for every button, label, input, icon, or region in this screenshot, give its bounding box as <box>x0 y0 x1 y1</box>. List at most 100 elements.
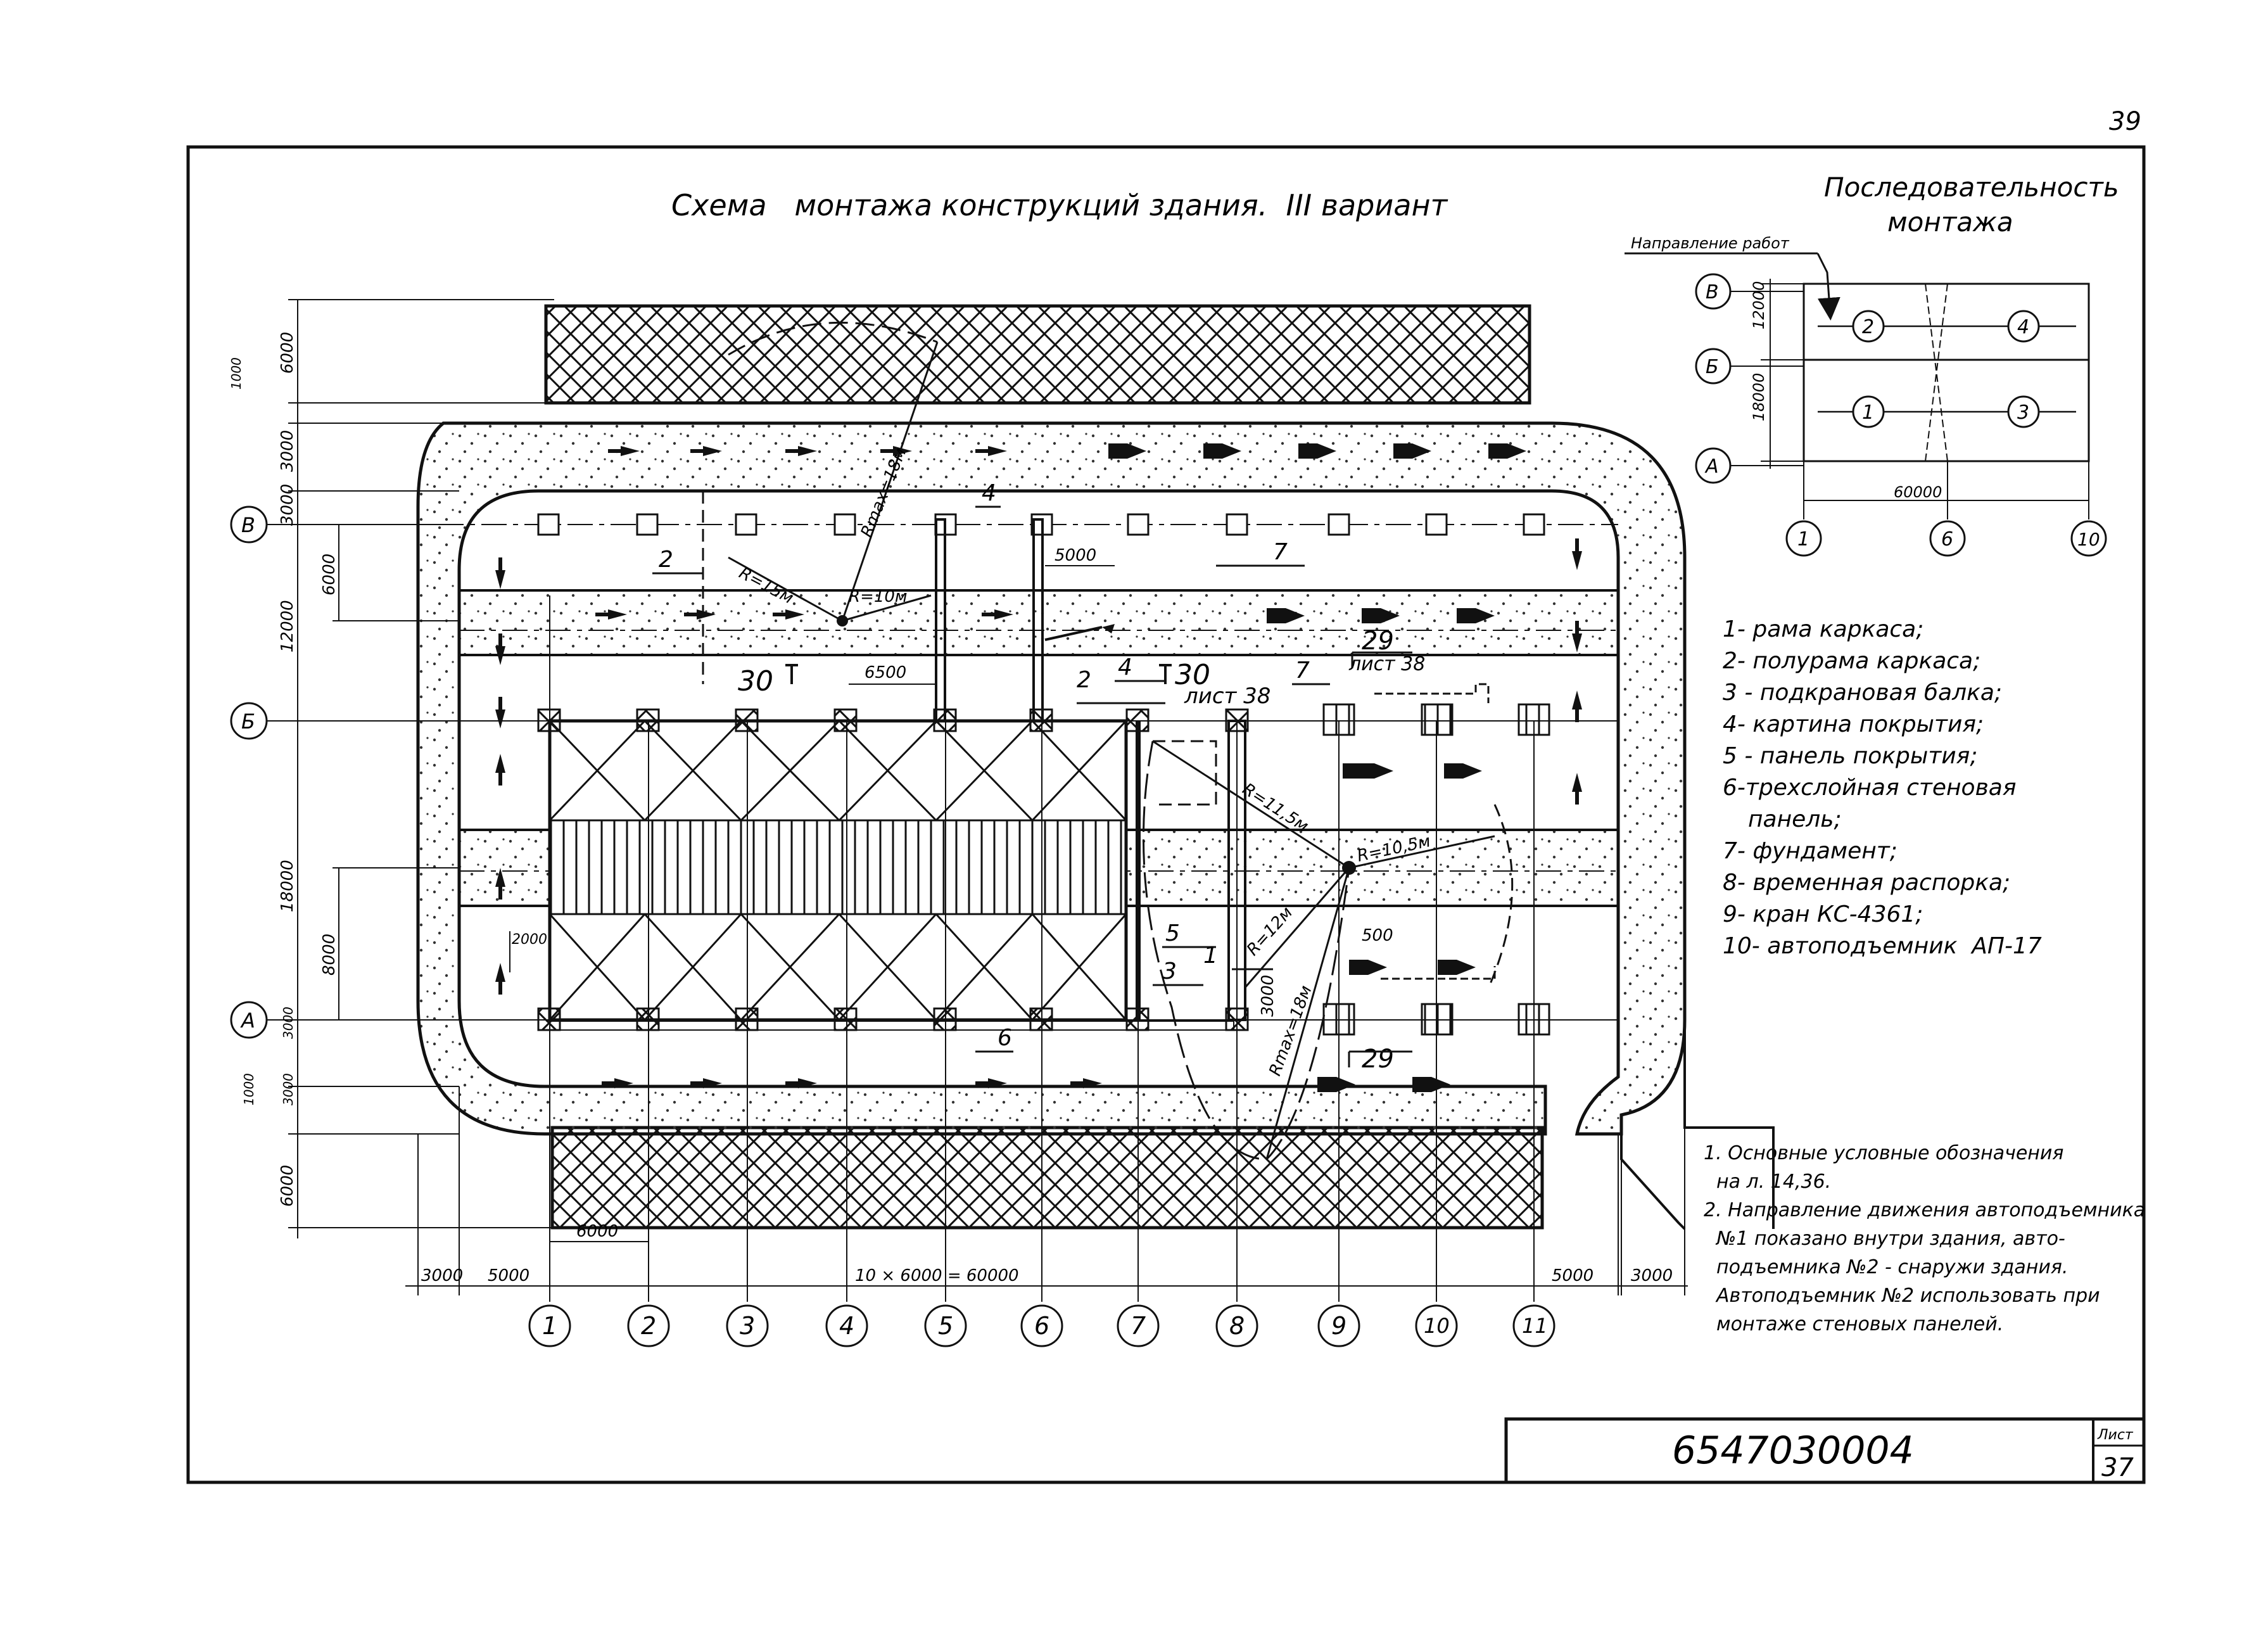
title-block: 6547030004 Лист 37 <box>1504 1417 2146 1484</box>
axis-col-7: 7 <box>1131 1312 1146 1340</box>
dim-bottom-3000-left: 3000 <box>421 1266 463 1285</box>
site-plan: R=15м R=10м Rmax=18м R=11,5м R=10,5м R=1… <box>229 299 1775 1347</box>
column-axes <box>528 1304 1555 1347</box>
legend-3: 3 - подкрановая балка; <box>1723 680 2002 706</box>
section-29-bottom: 29 <box>1362 1045 1394 1074</box>
label-r10: R=10м <box>849 587 908 606</box>
dim-left-3000d: 3000 <box>281 1007 296 1039</box>
callout-2-right: 2 <box>1077 667 1091 693</box>
axis-row-b-label: Б <box>241 709 255 734</box>
axis-col-2: 2 <box>641 1312 656 1340</box>
roof-trusses <box>548 720 1127 1021</box>
storage-area-top <box>544 304 1531 405</box>
seq-dim-12000: 12000 <box>1750 281 1768 329</box>
dim-left-1000b: 1000 <box>241 1073 257 1105</box>
legend-5: 5 - панель покрытия; <box>1723 743 1977 769</box>
label-r12: R=12м <box>1243 903 1296 960</box>
note-2: 2. Направление движения автоподъемника <box>1704 1199 2145 1221</box>
dim-left-3000b: 3000 <box>278 484 297 526</box>
dim-left-6000-top: 6000 <box>278 332 297 374</box>
sheet-number: 37 <box>2101 1453 2134 1482</box>
seq-dim-60000: 60000 <box>1894 483 1942 501</box>
sequence-title-1: Последовательность <box>1824 172 2119 203</box>
note-2d: Автоподъемник №2 использовать при <box>1715 1285 2100 1307</box>
document-code: 6547030004 <box>1672 1428 1914 1473</box>
sheet-label: Лист <box>2097 1427 2134 1443</box>
axis-col-8: 8 <box>1229 1312 1245 1340</box>
seq-step-3: 3 <box>2017 402 2029 424</box>
dim-6500: 6500 <box>865 663 906 682</box>
section-30-left: 30 <box>738 665 773 697</box>
dim-5000: 5000 <box>1055 546 1096 565</box>
axis-col-10: 10 <box>1424 1314 1450 1338</box>
legend-7: 7- фундамент; <box>1723 838 1897 864</box>
section-30-right: 30 <box>1175 659 1210 691</box>
axis-row-v <box>230 506 268 544</box>
section-29-top: 29 <box>1362 627 1394 656</box>
callout-7-top: 7 <box>1273 539 1288 565</box>
axis-col-9: 9 <box>1331 1312 1346 1340</box>
dim-bottom-6000: 6000 <box>576 1222 618 1241</box>
axis-col-6: 6 <box>1034 1312 1049 1340</box>
drawing-title: Схема монтажа конструкций здания. III ва… <box>671 188 1448 222</box>
callout-5: 5 <box>1165 920 1180 946</box>
crane-arc-top <box>728 321 938 356</box>
seq-col-10: 10 <box>2077 529 2100 550</box>
axis-col-1: 1 <box>542 1312 557 1340</box>
dim-left-12000: 12000 <box>278 600 297 652</box>
legend-1: 1- рама каркаса; <box>1723 616 1923 642</box>
section-29-sheet: лист 38 <box>1348 653 1425 675</box>
dim-3000-inner: 3000 <box>1258 975 1277 1017</box>
axis-row-b <box>230 702 268 740</box>
seq-col-6: 6 <box>1941 528 1953 550</box>
crane-arc-bottom <box>1142 741 1350 1161</box>
legend: 1- рама каркаса; 2- полурама каркаса; 3 … <box>1723 616 2042 959</box>
dim-left-3000a: 3000 <box>278 430 297 472</box>
page-number: 39 <box>2109 107 2141 136</box>
crane-position-1 <box>837 615 848 627</box>
legend-6: 6-трехслойная стеновая <box>1723 775 2017 801</box>
seq-dim-18000: 18000 <box>1750 373 1768 421</box>
legend-6b: панель; <box>1748 806 1842 832</box>
dim-bottom-span: 10 × 6000 = 60000 <box>855 1266 1019 1285</box>
drawing-frame <box>186 145 2146 1484</box>
note-1: 1. Основные условные обозначения <box>1704 1142 2063 1164</box>
note-2e: монтаже стеновых панелей. <box>1716 1313 2003 1335</box>
dim-left-3000c: 3000 <box>281 1073 296 1105</box>
axis-row-a <box>230 1001 268 1039</box>
callout-4-mid: 4 <box>1118 654 1132 680</box>
seq-row-a: А <box>1704 455 1719 478</box>
seq-step-1: 1 <box>1862 402 1874 424</box>
sequence-diagram: Последовательность монтажа Направление р… <box>1625 172 2119 557</box>
dim-left-6000-bottom: 6000 <box>278 1165 297 1207</box>
callout-1: 1 <box>1203 943 1218 969</box>
work-direction-label: Направление работ <box>1631 234 1790 252</box>
callout-2-left: 2 <box>659 547 673 573</box>
seq-col-1: 1 <box>1797 528 1809 550</box>
callout-3: 3 <box>1162 958 1177 984</box>
legend-4: 4- картина покрытия; <box>1723 711 1984 737</box>
section-30-sheet: лист 38 <box>1184 684 1270 709</box>
note-2b: №1 показано внутри здания, авто- <box>1715 1228 2065 1250</box>
axis-col-4: 4 <box>839 1312 854 1340</box>
legend-10: 10- автоподъемник АП-17 <box>1723 933 2042 959</box>
sequence-title-2: монтажа <box>1887 207 2013 238</box>
seq-step-2: 2 <box>1862 316 1874 338</box>
callout-4-top: 4 <box>982 480 996 506</box>
axis-row-a-label: А <box>240 1008 255 1033</box>
crane-position-2 <box>1342 861 1356 875</box>
axis-row-v-label: В <box>241 513 255 537</box>
legend-2: 2- полурама каркаса; <box>1723 648 1980 674</box>
legend-9: 9- кран КС-4361; <box>1723 901 1923 927</box>
dim-left-8000: 8000 <box>320 934 339 976</box>
dim-500: 500 <box>1362 926 1393 945</box>
axis-col-3: 3 <box>740 1312 755 1340</box>
axis-col-11: 11 <box>1522 1314 1548 1338</box>
dim-left-2000: 2000 <box>512 932 547 948</box>
callout-6: 6 <box>998 1025 1012 1051</box>
note-2c: подъемника №2 - снаружи здания. <box>1716 1256 2068 1278</box>
dim-left-1000: 1000 <box>229 357 244 390</box>
dim-bottom-5000-right: 5000 <box>1552 1266 1593 1285</box>
dim-left-6000: 6000 <box>320 554 339 595</box>
